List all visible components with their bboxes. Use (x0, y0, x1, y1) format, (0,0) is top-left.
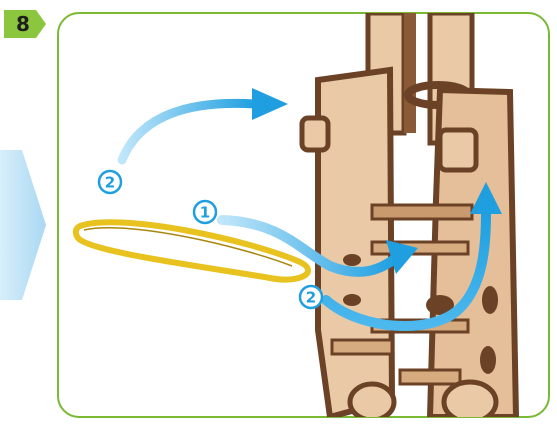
callout-1: 1 (194, 201, 216, 223)
callout-label: 2 (306, 289, 316, 307)
callout-label: 2 (105, 174, 115, 192)
callout-label: 1 (200, 204, 210, 222)
callout-2-bottom: 2 (300, 286, 322, 308)
callout-2-top: 2 (99, 171, 121, 193)
curved-arrow-icon (122, 88, 288, 160)
